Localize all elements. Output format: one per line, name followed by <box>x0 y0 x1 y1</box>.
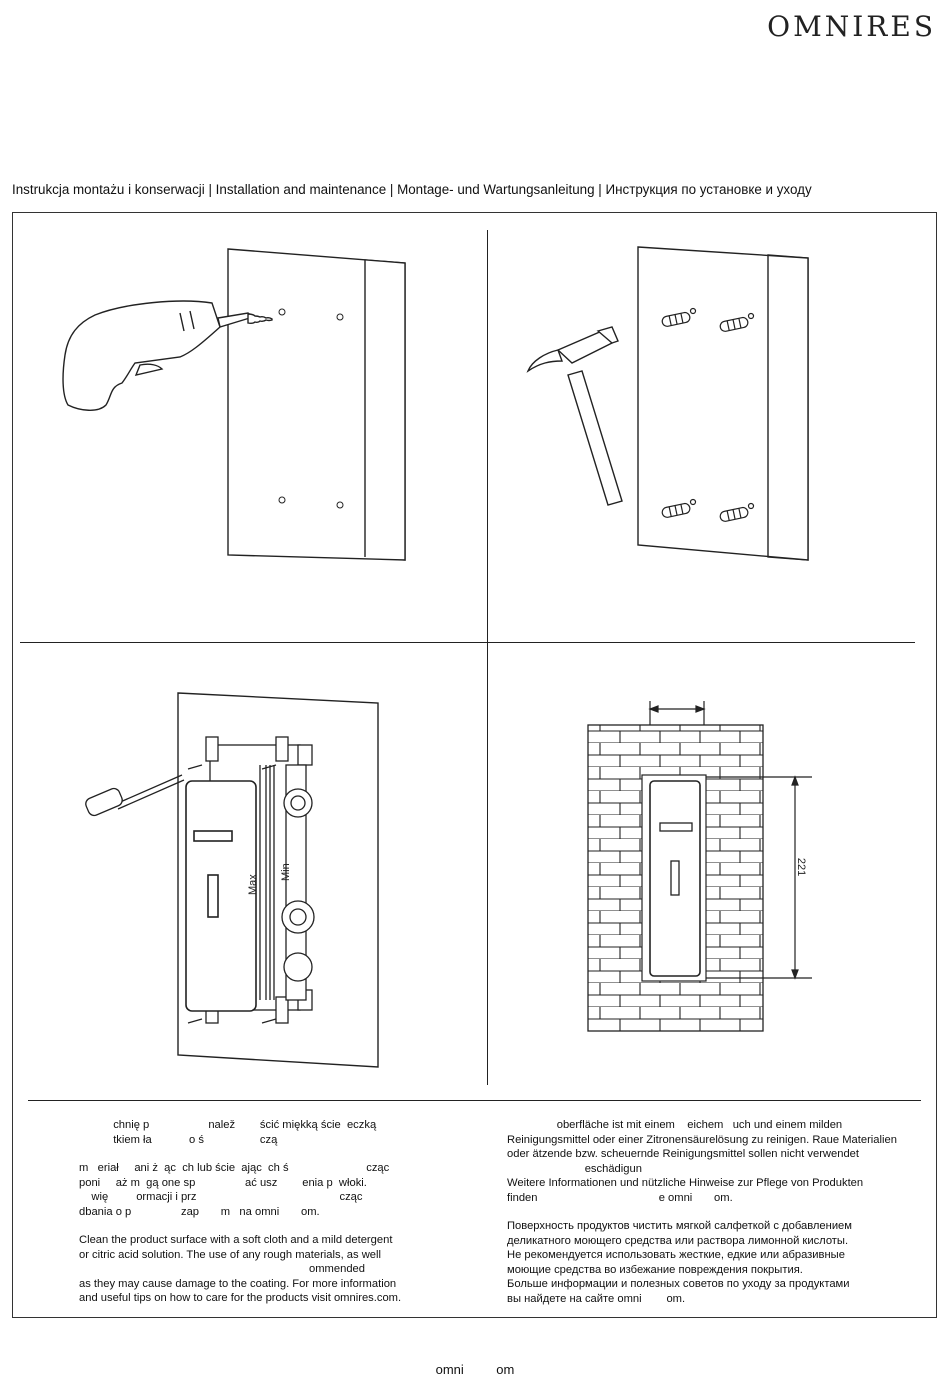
height-dimension <box>706 775 812 980</box>
care-text-line: as they may cause damage to the coating.… <box>79 1277 397 1290</box>
drill-icon <box>62 300 273 411</box>
care-text-line: dbania o p zap m na omni om. <box>79 1205 320 1218</box>
care-text-line: wię ormacji i prz cząc <box>79 1191 363 1203</box>
divider-vertical <box>487 230 488 1085</box>
care-text-line: ommended <box>79 1263 365 1275</box>
content-frame <box>12 212 937 1318</box>
care-text-line: Weitere Informationen und nützliche Hinw… <box>507 1177 864 1189</box>
care-text-right: oberfläche ist mit einem eichem uch und … <box>507 1118 897 1306</box>
divider-horizontal-top <box>20 642 915 643</box>
care-text-line: eschädigun <box>507 1162 642 1175</box>
step3-mounting-figure: Max Min <box>85 692 379 1068</box>
valve-slot <box>670 860 680 896</box>
divider-horizontal-bottom <box>28 1100 921 1101</box>
page-footer: omni om <box>435 1362 515 1377</box>
care-text-line: and useful tips on how to care for the p… <box>79 1292 402 1304</box>
care-text-line: деликатного моющего средства или раствор… <box>507 1234 849 1247</box>
care-text-line: oder ätzende bzw. scheuernde Reinigungsm… <box>507 1148 859 1160</box>
care-text-line: Не рекомендуется использовать жесткие, е… <box>507 1249 845 1261</box>
care-text-line: Больше информации и полезных советов по … <box>507 1278 850 1290</box>
care-text-line: Reinigungsmittel oder einer Zitronensäur… <box>507 1133 897 1146</box>
care-text-line: finden e omni om. <box>507 1191 733 1204</box>
care-text-line: моющие средства во избежание повреждения… <box>507 1263 803 1276</box>
step1-drilling-figure <box>62 248 406 561</box>
width-dimension <box>648 701 706 725</box>
care-text-line: m eriał ani ż ąc ch lub ście ając ch ś c… <box>79 1162 390 1174</box>
care-text-line <box>507 1205 897 1219</box>
care-text-line: or citric acid solution. The use of any … <box>79 1248 381 1261</box>
care-text-line: Clean the product surface with a soft cl… <box>79 1234 393 1246</box>
max-label: Max <box>247 874 259 895</box>
screwdriver-icon <box>85 774 185 817</box>
page-subtitle: Instrukcja montażu i konserwacji | Insta… <box>12 182 812 197</box>
screws <box>187 764 277 1024</box>
step2-anchors-figure <box>526 246 809 561</box>
valve-body <box>185 780 257 1012</box>
care-text-line: poni aż m gą one sp ać usz enia p włoki. <box>79 1176 367 1189</box>
care-text-line: oberfläche ist mit einem eichem uch und … <box>507 1119 843 1131</box>
min-label: Min <box>280 863 292 881</box>
care-text-line: chnię p nalež ścić miękką ście eczką <box>79 1119 377 1131</box>
care-text-line <box>79 1219 401 1233</box>
hammer-icon <box>526 326 623 506</box>
wall-panel <box>227 248 406 561</box>
care-text-line: Поверхность продуктов чистить мягкой сал… <box>507 1220 852 1232</box>
care-text-line <box>79 1147 401 1161</box>
drill-holes <box>278 308 344 509</box>
care-text-line: tkiem ła o ś czą <box>79 1133 278 1146</box>
care-text-line: вы найдете на сайте omni om. <box>507 1292 686 1305</box>
wall-panel <box>637 246 809 561</box>
dimension-label: 221 <box>795 858 807 876</box>
care-text-left: chnię p nalež ścić miękką ście eczką tki… <box>79 1118 401 1306</box>
brand-logo: OMNIRES <box>767 10 936 43</box>
step4-dimension-figure: 221 <box>587 701 812 1032</box>
valve-slot-top <box>659 822 693 832</box>
wall-anchors <box>661 307 755 522</box>
